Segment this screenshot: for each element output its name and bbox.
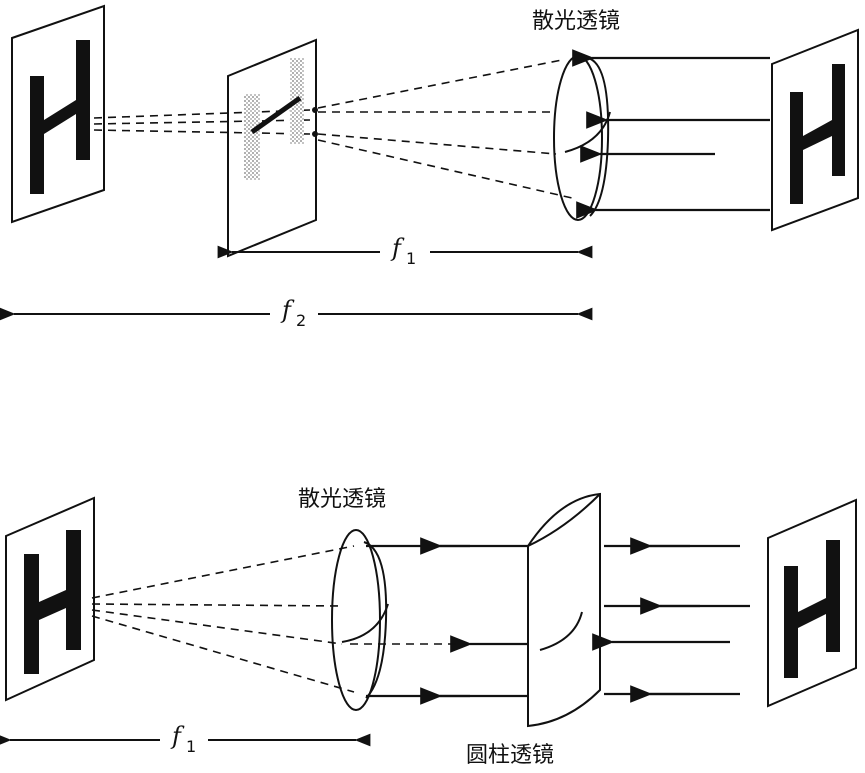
bottom-f1-symbol: f xyxy=(170,722,185,750)
top-diagram: 散光透镜 f 1 f 2 xyxy=(0,4,859,330)
top-object-screen xyxy=(771,28,859,232)
top-focal-screen xyxy=(227,38,318,258)
top-incoming-rays xyxy=(572,49,770,219)
top-f2-symbol: f xyxy=(280,296,295,324)
top-converging-rays xyxy=(317,59,573,199)
top-f2-dimension: f 2 xyxy=(0,296,593,330)
top-f2-subscript: 2 xyxy=(296,311,306,330)
bottom-astigmatic-lens xyxy=(331,529,389,711)
bottom-incoming-rays xyxy=(592,537,750,703)
top-lens-label: 散光透镜 xyxy=(532,9,620,34)
top-image-screen-left xyxy=(11,4,311,224)
top-astigmatic-lens xyxy=(553,55,611,221)
cylindrical-lens xyxy=(527,492,601,728)
blur-stripe-left xyxy=(244,94,260,180)
bottom-f1-subscript: 1 xyxy=(186,737,196,756)
bottom-image-screen xyxy=(5,496,95,702)
bottom-diagram: 散光透镜 圆柱透镜 f 1 xyxy=(0,487,857,768)
bottom-converging-rays xyxy=(91,545,355,693)
h-letter-object-bottom xyxy=(784,540,840,678)
h-letter-object xyxy=(790,64,845,204)
top-f1-dimension: f 1 xyxy=(217,234,593,268)
bottom-lens-label: 散光透镜 xyxy=(298,487,386,512)
bottom-f1-dimension: f 1 xyxy=(0,722,371,756)
bottom-inter-lens-rays xyxy=(344,537,528,705)
h-letter-corrected xyxy=(24,530,81,674)
bottom-object-screen xyxy=(767,498,857,708)
top-f1-subscript: 1 xyxy=(406,249,416,268)
focal-line xyxy=(250,95,302,135)
cylindrical-lens-label: 圆柱透镜 xyxy=(466,743,554,768)
top-f1-symbol: f xyxy=(390,234,405,262)
h-letter-image xyxy=(30,40,90,194)
